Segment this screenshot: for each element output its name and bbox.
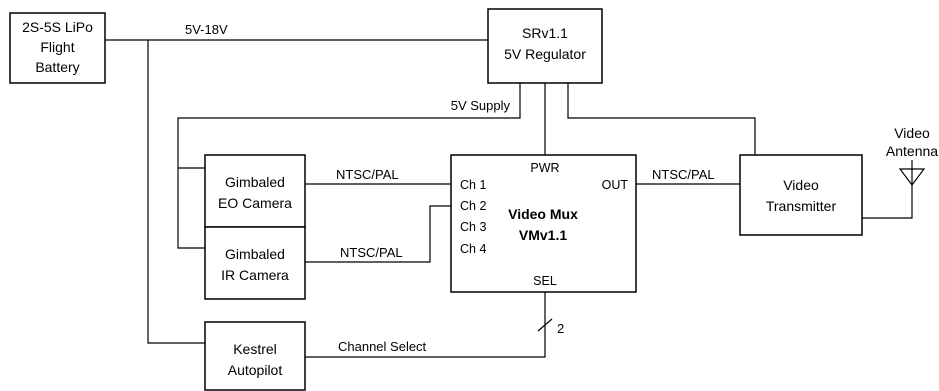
ir-camera-label-line-2: IR Camera xyxy=(221,267,289,283)
autopilot-label-line-2: Autopilot xyxy=(228,362,283,378)
antenna-label-line-2: Antenna xyxy=(886,143,938,159)
mux-output-port: OUT xyxy=(602,178,629,192)
mux-input-port-1: Ch 1 xyxy=(460,178,486,192)
mux-output-label: NTSC/PAL xyxy=(652,167,715,182)
battery-supply-label: 5V-18V xyxy=(185,22,228,37)
mux-power-port: PWR xyxy=(530,161,559,175)
regulator-to-transmitter-wire xyxy=(567,83,756,155)
autopilot-block xyxy=(204,321,306,391)
video-mux-title-line-1: Video Mux xyxy=(508,206,578,222)
regulated-supply-wire xyxy=(177,83,521,249)
battery-label-line-2: Flight xyxy=(40,39,74,55)
select-bus-slash xyxy=(537,318,553,332)
transmitter-label-line-1: Video xyxy=(783,177,819,193)
channel-select-wire xyxy=(305,292,546,358)
ir-camera-block xyxy=(204,226,306,300)
eo-video-label: NTSC/PAL xyxy=(336,167,399,182)
autopilot-label-line-1: Kestrel xyxy=(233,341,277,357)
battery-block xyxy=(9,12,106,84)
ir-camera-label-line-1: Gimbaled xyxy=(225,246,285,262)
battery-to-autopilot-wire xyxy=(147,40,205,344)
antenna-label-line-1: Video xyxy=(894,125,930,141)
eo-camera-label-line-1: Gimbaled xyxy=(225,174,285,190)
mux-input-port-4: Ch 4 xyxy=(460,242,486,256)
transmitter-to-antenna-wire xyxy=(862,185,913,219)
wires xyxy=(105,39,913,358)
mux-select-port: SEL xyxy=(533,274,557,288)
video-mux-title-line-2: VMv1.1 xyxy=(519,227,567,243)
battery-label-line-3: Battery xyxy=(35,59,79,75)
channel-select-label: Channel Select xyxy=(338,339,427,354)
eo-camera-block xyxy=(204,154,306,228)
regulator-block xyxy=(487,8,603,84)
transmitter-label-line-2: Transmitter xyxy=(766,198,837,214)
battery-label-line-1: 2S-5S LiPo xyxy=(22,19,93,35)
regulator-label-line-2: 5V Regulator xyxy=(504,46,586,62)
ir-video-wire xyxy=(305,205,451,263)
regulator-label-line-1: SRv1.1 xyxy=(522,25,568,41)
video-mux-block xyxy=(450,154,637,293)
mux-input-port-3: Ch 3 xyxy=(460,220,486,234)
mux-input-port-2: Ch 2 xyxy=(460,199,486,213)
transmitter-block xyxy=(739,154,863,236)
antenna-icon xyxy=(898,160,926,186)
eo-camera-label-line-2: EO Camera xyxy=(218,195,292,211)
regulated-supply-label: 5V Supply xyxy=(451,98,511,113)
ir-video-label: NTSC/PAL xyxy=(340,245,403,260)
select-bus-width-label: 2 xyxy=(557,321,564,336)
